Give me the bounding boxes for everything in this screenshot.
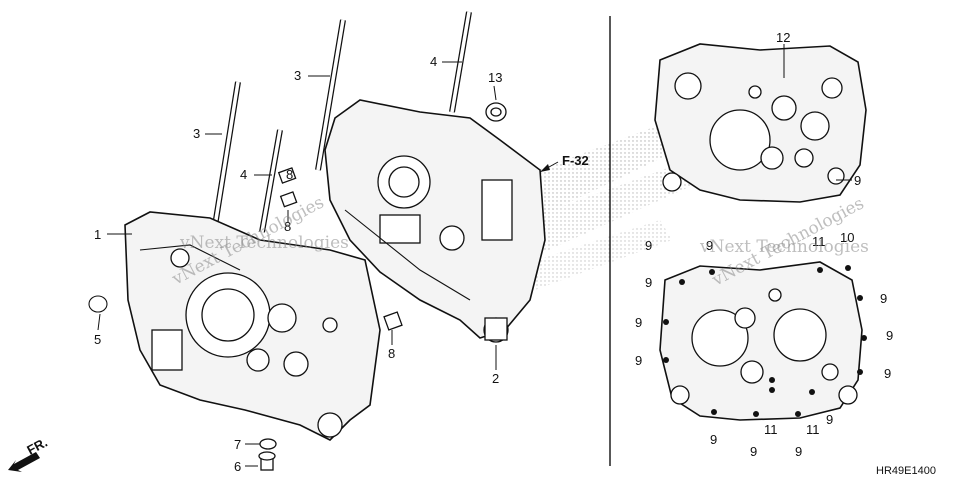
- direction-label: FR.: [24, 435, 50, 458]
- callout-8-middle: 8: [284, 219, 291, 234]
- callout-13: 13: [488, 70, 502, 85]
- callout-9-b1: 9: [706, 238, 713, 253]
- callout-10: 10: [840, 230, 854, 245]
- callout-11-right: 11: [806, 422, 820, 437]
- crankcase-bolt-pattern-view: [659, 261, 867, 421]
- callout-4-left: 4: [240, 167, 247, 182]
- f32-ref-label: F-32: [562, 153, 589, 168]
- callout-9-b12: 9: [645, 238, 652, 253]
- watermark-3: vNext Technologies: [699, 237, 869, 257]
- callout-12: 12: [776, 30, 790, 45]
- callout-11-mid: 11: [764, 422, 778, 437]
- crankcase-top-view: [654, 43, 867, 203]
- leader-lines: [97, 44, 852, 467]
- callout-9-b3: 9: [635, 315, 642, 330]
- diagram-code: HR49E1400: [876, 465, 936, 477]
- callout-9-b4: 9: [635, 353, 642, 368]
- callout-8-bottom: 8: [388, 346, 395, 361]
- front-direction-arrow: [8, 452, 40, 472]
- callout-7: 7: [234, 437, 241, 452]
- callout-8-top: 8: [286, 167, 293, 182]
- callout-1: 1: [94, 227, 101, 242]
- callout-9-b8: 9: [826, 412, 833, 427]
- callout-2: 2: [492, 371, 499, 386]
- callout-4-right: 4: [430, 54, 437, 69]
- callout-9-b5: 9: [710, 432, 717, 447]
- callout-9-b2: 9: [645, 275, 652, 290]
- right-crankcase-half: [324, 99, 546, 343]
- watermark-1: vNext Technologies: [179, 233, 349, 253]
- callout-9-b7: 9: [795, 444, 802, 459]
- callout-3-mid: 3: [294, 68, 301, 83]
- small-parts: [88, 102, 507, 471]
- callout-5: 5: [94, 332, 101, 347]
- callout-11-top: 11: [812, 234, 826, 249]
- callout-6: 6: [234, 459, 241, 474]
- left-crankcase-half: [124, 211, 381, 441]
- callout-9-top: 9: [854, 173, 861, 188]
- callout-9-b11: 9: [884, 366, 891, 381]
- callout-9-b6: 9: [750, 444, 757, 459]
- callout-9-b10: 9: [886, 328, 893, 343]
- callout-3-left: 3: [193, 126, 200, 141]
- callout-9-b9: 9: [880, 291, 887, 306]
